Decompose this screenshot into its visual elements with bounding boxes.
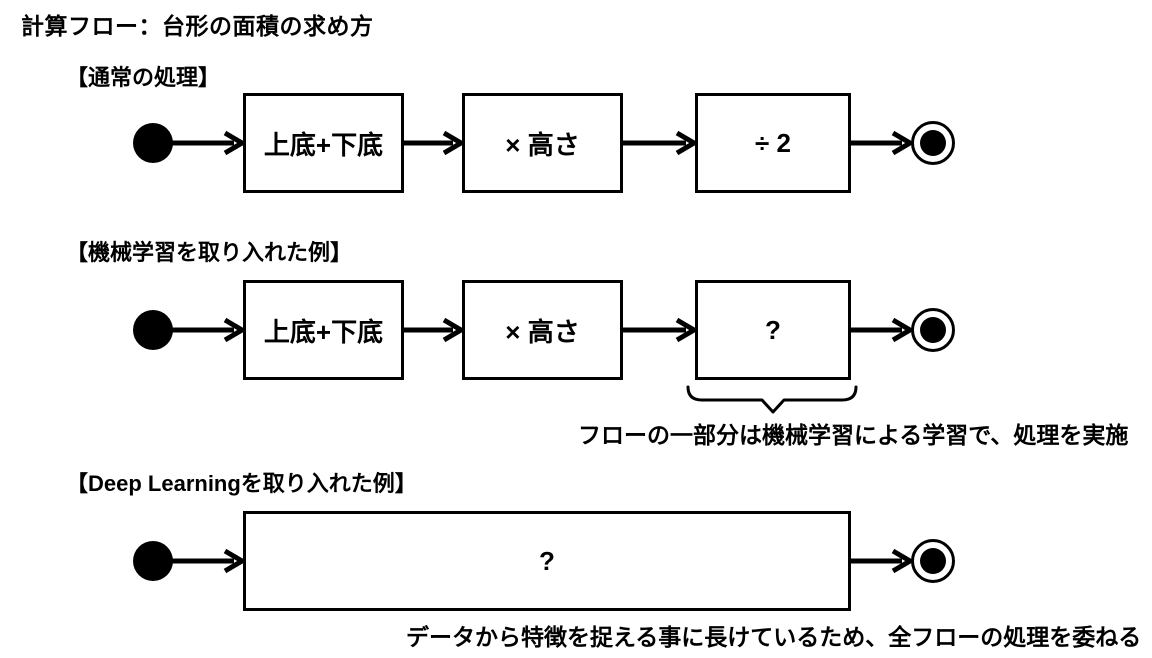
arrow-right-icon [621,317,699,343]
process-box: × 高さ [462,93,623,193]
process-box-unknown-wide: ? [243,511,851,611]
arrow-right-icon [849,548,915,574]
page-title: 計算フロー：台形の面積の求め方 [21,13,374,39]
annotation-dl: データから特徴を捉える事に長けているため、全フローの処理を委ねる [406,624,1142,650]
end-node-icon [911,539,955,583]
underbrace-icon [686,385,858,414]
annotation-ml: フローの一部分は機械学習による学習で、処理を実施 [578,422,1129,448]
start-node-icon [133,123,173,163]
end-node-dot [920,130,946,156]
process-box: 上底+下底 [243,280,404,380]
end-node-dot [920,548,946,574]
end-node-icon [911,308,955,352]
section-header-normal: 【通常の処理】 [66,65,221,90]
arrow-right-icon [402,130,466,156]
arrow-right-icon [849,317,915,343]
process-box: ÷ 2 [695,93,851,193]
start-node-icon [133,310,173,350]
section-header-ml: 【機械学習を取り入れた例】 [66,240,353,265]
arrow-right-icon [171,130,247,156]
arrow-right-icon [171,317,247,343]
end-node-icon [911,121,955,165]
arrow-right-icon [171,548,247,574]
process-box: 上底+下底 [243,93,404,193]
arrow-right-icon [849,130,915,156]
arrow-right-icon [621,130,699,156]
end-node-dot [920,317,946,343]
arrow-right-icon [402,317,466,343]
process-box: × 高さ [462,280,623,380]
process-box-unknown: ? [695,280,851,380]
start-node-icon [133,541,173,581]
section-header-dl: 【Deep Learningを取り入れた例】 [66,471,417,496]
